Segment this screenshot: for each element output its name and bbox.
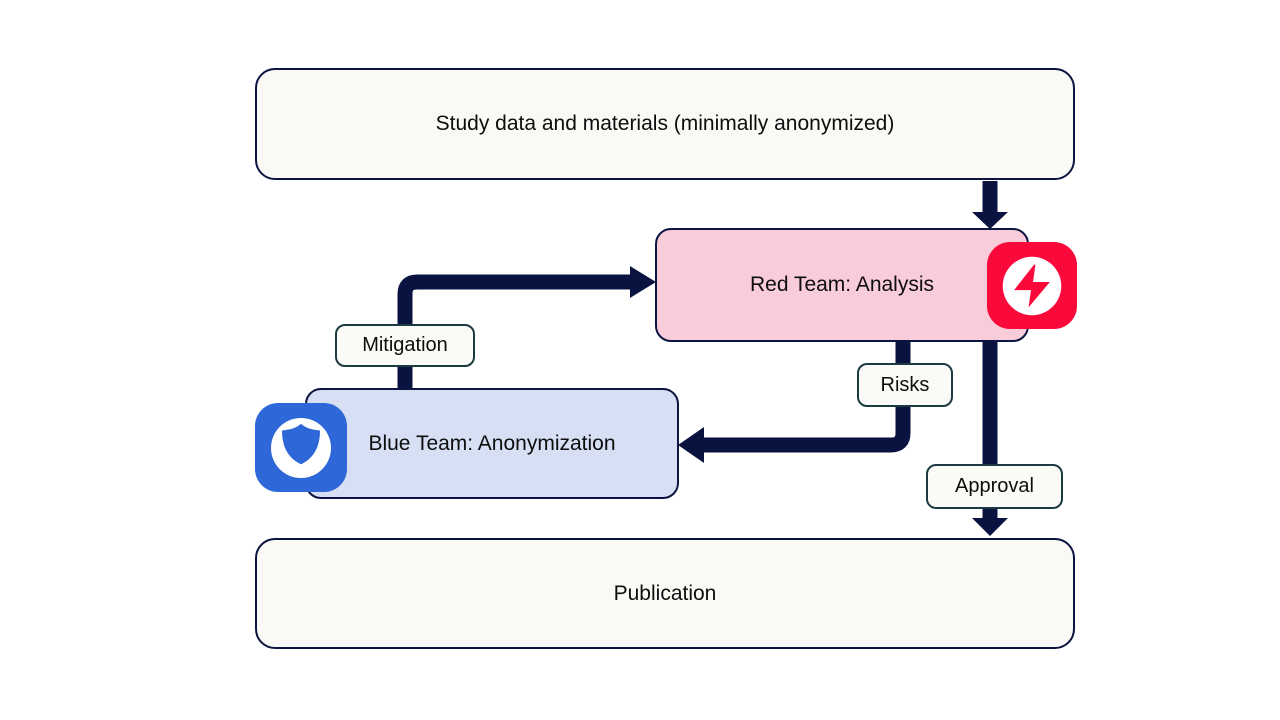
arrowhead-mitigation: [630, 266, 656, 298]
arrowhead-risks: [678, 427, 704, 463]
node-blue-team-label: Blue Team: Anonymization: [368, 431, 616, 455]
arrowhead-approval: [972, 518, 1008, 536]
edge-label-risks: Risks: [857, 363, 953, 407]
node-red-team-label: Red Team: Analysis: [749, 273, 935, 296]
edge-label-mitigation: Mitigation: [335, 324, 475, 367]
node-publication: Publication: [255, 538, 1075, 649]
node-study-data-label: Study data and materials (minimally anon…: [435, 112, 895, 135]
node-study-data: Study data and materials (minimally anon…: [255, 68, 1075, 180]
node-publication-label: Publication: [613, 581, 717, 605]
edge-label-risks-text: Risks: [880, 373, 930, 396]
edge-label-approval-text: Approval: [955, 475, 1034, 497]
edge-label-approval: Approval: [926, 464, 1063, 509]
arrow-mitigation: [397, 274, 632, 389]
lightning-bolt-icon: [987, 242, 1077, 329]
arrowhead-study-to-redteam: [972, 212, 1008, 229]
node-blue-team: Blue Team: Anonymization: [305, 388, 679, 499]
node-red-team: Red Team: Analysis: [655, 228, 1029, 342]
edge-label-mitigation-text: Mitigation: [362, 334, 448, 356]
arrow-risks: [702, 341, 911, 453]
shield-icon: [255, 403, 347, 492]
